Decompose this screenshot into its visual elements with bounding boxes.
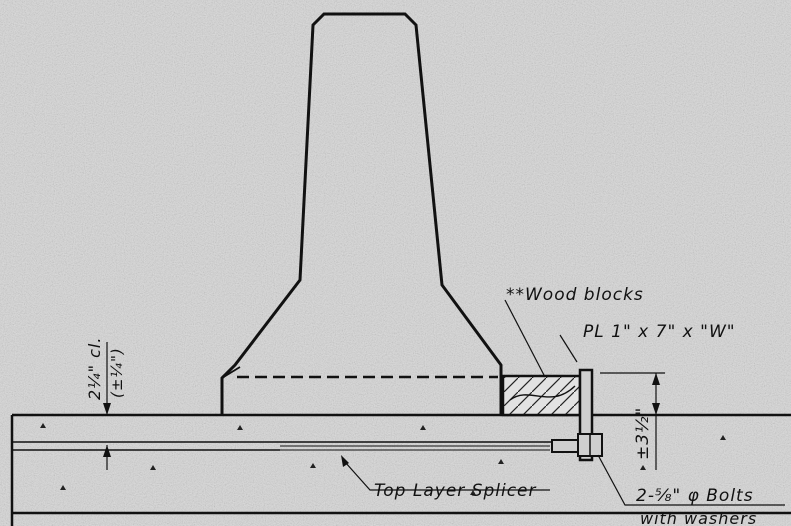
leader-lines [341,299,785,506]
bolts-label: 2-⅝" φ Bolts [636,486,754,506]
wood-block [501,374,582,417]
clearance-label: 2¼" cl. [85,337,104,400]
concrete-barrier [220,12,503,415]
washers-label: with washers [640,509,757,526]
clearance-dimension [103,342,111,470]
bolt [551,433,603,457]
clearance-tolerance-label: (±¼") [108,347,126,398]
plate-label: PL 1" x 7" x "W" [583,322,736,342]
wood-blocks-label: **Wood blocks [506,285,644,305]
splicer-label: Top Layer Splicer [374,481,537,501]
aggregate-marks [40,423,726,495]
vertical-dimension [596,372,665,470]
dimension-label: ±3½" [633,407,653,460]
